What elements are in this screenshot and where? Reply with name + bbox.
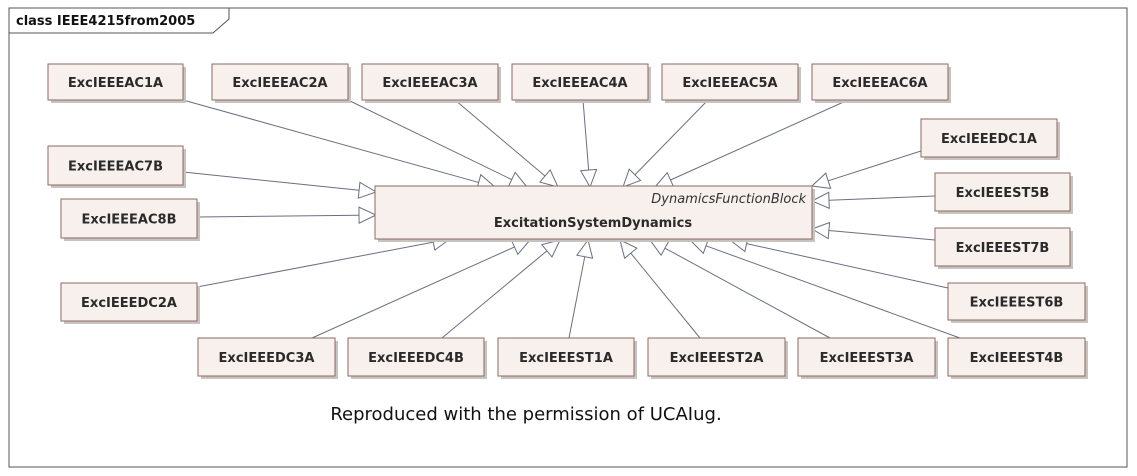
association-line-excieeest6b <box>746 243 949 289</box>
association-arrowhead-excieeest2a <box>619 239 638 260</box>
class-box-excieeest7b[interactable]: ExcIEEEST7B <box>934 227 1073 269</box>
class-label: ExcIEEEDC4B <box>368 351 464 366</box>
class-label: ExcIEEEAC7B <box>68 160 163 175</box>
class-label: ExcIEEEDC2A <box>81 296 177 311</box>
association-line-excieeest1a <box>568 256 586 339</box>
class-label: ExcIEEEAC8B <box>81 213 176 228</box>
class-label: ExcIEEEDC1A <box>941 132 1037 147</box>
association-arrowhead-excieeeac5a <box>622 168 642 188</box>
class-label: ExcIEEEST2A <box>670 351 764 366</box>
association-line-excieeeac1a <box>182 99 479 183</box>
class-box-excieeedc1a[interactable]: ExcIEEEDC1A <box>920 118 1060 160</box>
main-class-box[interactable]: DynamicsFunctionBlock ExcitationSystemDy… <box>374 185 815 242</box>
association-arrowhead-excieeedc1a <box>810 172 832 189</box>
class-label: ExcIEEEAC3A <box>382 76 477 91</box>
class-box-excieeeac7b[interactable]: ExcIEEEAC7B <box>47 145 186 188</box>
class-label: ExcIEEEST3A <box>820 351 914 366</box>
main-class-name: ExcitationSystemDynamics <box>494 216 692 231</box>
class-label: ExcIEEEAC2A <box>232 76 327 91</box>
class-box-excieeeac3a[interactable]: ExcIEEEAC3A <box>361 63 501 103</box>
association-line-excieeeac3a <box>454 99 546 177</box>
class-label: ExcIEEEST4B <box>970 351 1064 366</box>
class-box-excieeedc4b[interactable]: ExcIEEEDC4B <box>347 337 487 379</box>
class-box-excieeeac1a[interactable]: ExcIEEEAC1A <box>47 63 186 103</box>
class-box-excieeest3a[interactable]: ExcIEEEST3A <box>797 337 938 379</box>
association-arrowhead-excieeeac4a <box>579 168 598 189</box>
association-arrowhead-excieeest1a <box>576 238 594 259</box>
association-line-excieeest2a <box>630 252 701 339</box>
association-arrowhead-excieeest5b <box>810 191 830 210</box>
class-label: ExcIEEEST6B <box>970 296 1064 311</box>
association-line-excieeest5b <box>828 195 936 201</box>
association-line-excieeest7b <box>828 230 936 241</box>
association-line-excieeeac6a <box>670 99 849 181</box>
class-box-excieeedc2a[interactable]: ExcIEEEDC2A <box>60 282 200 324</box>
class-box-excieeedc3a[interactable]: ExcIEEEDC3A <box>197 337 338 379</box>
class-box-excieeeac6a[interactable]: ExcIEEEAC6A <box>811 63 951 103</box>
class-label: ExcIEEEST7B <box>956 241 1050 256</box>
association-arrowhead-excieeest7b <box>810 221 831 240</box>
main-class-stereotype: DynamicsFunctionBlock <box>651 192 806 207</box>
class-label: ExcIEEEDC3A <box>219 351 315 366</box>
class-label: ExcIEEEST1A <box>519 351 613 366</box>
association-arrowhead-excieeeac7b <box>357 181 378 199</box>
class-box-excieeest6b[interactable]: ExcIEEEST6B <box>947 282 1088 323</box>
class-label: ExcIEEEAC1A <box>68 76 163 91</box>
permission-note: Reproduced with the permission of UCAIug… <box>330 404 721 425</box>
association-arrowhead-excieeeac8b <box>358 206 378 224</box>
class-label: ExcIEEEAC4A <box>532 76 627 91</box>
frame-title: class IEEE4215from2005 <box>16 14 195 29</box>
association-line-excieeeac8b <box>196 214 360 218</box>
association-line-excieeedc3a <box>311 246 515 339</box>
class-box-excieeeac4a[interactable]: ExcIEEEAC4A <box>511 63 651 103</box>
association-line-excieeeac4a <box>582 99 590 171</box>
association-line-excieeedc1a <box>828 150 922 182</box>
class-box-excieeest1a[interactable]: ExcIEEEST1A <box>497 337 637 379</box>
class-box-excieeest2a[interactable]: ExcIEEEST2A <box>647 337 788 379</box>
subclass-boxes: ExcIEEEAC1A ExcIEEEAC2A ExcIEEEAC3A ExcIEEE… <box>47 63 1088 379</box>
frame-title-tab <box>8 7 230 34</box>
association-line-excieeeac5a <box>634 99 709 176</box>
class-box-excieeest5b[interactable]: ExcIEEEST5B <box>934 172 1073 214</box>
class-box-excieeest4b[interactable]: ExcIEEEST4B <box>947 337 1088 379</box>
association-line-excieeedc2a <box>196 241 434 288</box>
association-arrowhead-excieeeac3a <box>539 168 559 188</box>
association-line-excieeest3a <box>664 247 831 339</box>
class-box-excieeeac8b[interactable]: ExcIEEEAC8B <box>60 198 200 241</box>
association-arrowhead-excieeedc4b <box>540 239 561 258</box>
association-line-excieeest4b <box>705 245 961 339</box>
class-label: ExcIEEEAC5A <box>682 76 777 91</box>
association-line-excieeeac2a <box>347 99 512 181</box>
class-label: ExcIEEEAC6A <box>832 76 927 91</box>
association-line-excieeeac7b <box>182 171 360 191</box>
class-box-excieeeac5a[interactable]: ExcIEEEAC5A <box>661 63 801 103</box>
class-box-excieeeac2a[interactable]: ExcIEEEAC2A <box>211 63 351 103</box>
association-line-excieeedc4b <box>441 250 548 339</box>
class-label: ExcIEEEST5B <box>956 186 1050 201</box>
